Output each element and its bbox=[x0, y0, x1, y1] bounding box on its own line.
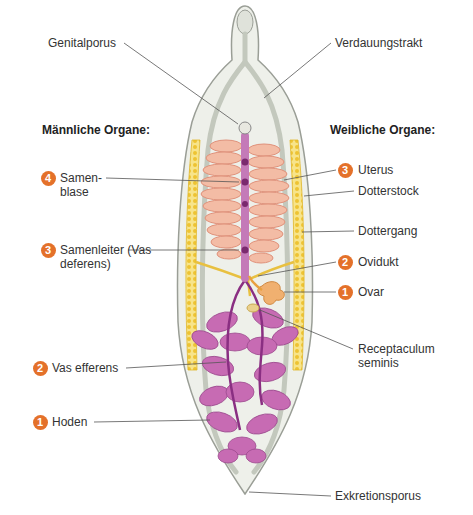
part-label: Samen- blase bbox=[60, 171, 110, 199]
part-label: Exkretionsporus bbox=[335, 489, 421, 503]
group-heading: Weibliche Organe: bbox=[330, 123, 435, 137]
receptaculum-seminis bbox=[247, 304, 259, 312]
callout-number: 3 bbox=[338, 163, 353, 178]
oral-sucker bbox=[237, 10, 253, 34]
part-label: Uterus bbox=[358, 163, 393, 177]
seminal-vesicle bbox=[242, 159, 249, 254]
group-heading: Männliche Organe: bbox=[42, 123, 150, 137]
part-label: Genitalporus bbox=[48, 36, 116, 50]
part-label: Hoden bbox=[52, 415, 87, 429]
part-label: Samenleiter (Vas deferens) bbox=[60, 243, 152, 271]
part-label: Receptaculum seminis bbox=[358, 342, 448, 370]
part-label: Dottergang bbox=[358, 224, 417, 238]
callout-number: 3 bbox=[41, 243, 56, 258]
oviduct bbox=[249, 276, 262, 290]
vas-deferens bbox=[241, 132, 249, 282]
part-label: Dotterstock bbox=[358, 184, 419, 198]
callout-number: 1 bbox=[338, 285, 353, 300]
part-label: Verdauungstrakt bbox=[335, 36, 422, 50]
ovary bbox=[258, 282, 285, 305]
leader-lines bbox=[94, 43, 354, 496]
part-label: Vas efferens bbox=[52, 361, 118, 375]
genital-pore bbox=[239, 122, 251, 134]
part-label: Ovar bbox=[358, 285, 384, 299]
callout-number: 4 bbox=[41, 171, 56, 186]
part-label: Ovidukt bbox=[358, 255, 399, 269]
testes bbox=[189, 304, 301, 463]
callout-number: 1 bbox=[33, 415, 48, 430]
callout-number: 2 bbox=[33, 361, 48, 376]
callout-number: 2 bbox=[338, 255, 353, 270]
vas-efferens bbox=[228, 280, 263, 430]
